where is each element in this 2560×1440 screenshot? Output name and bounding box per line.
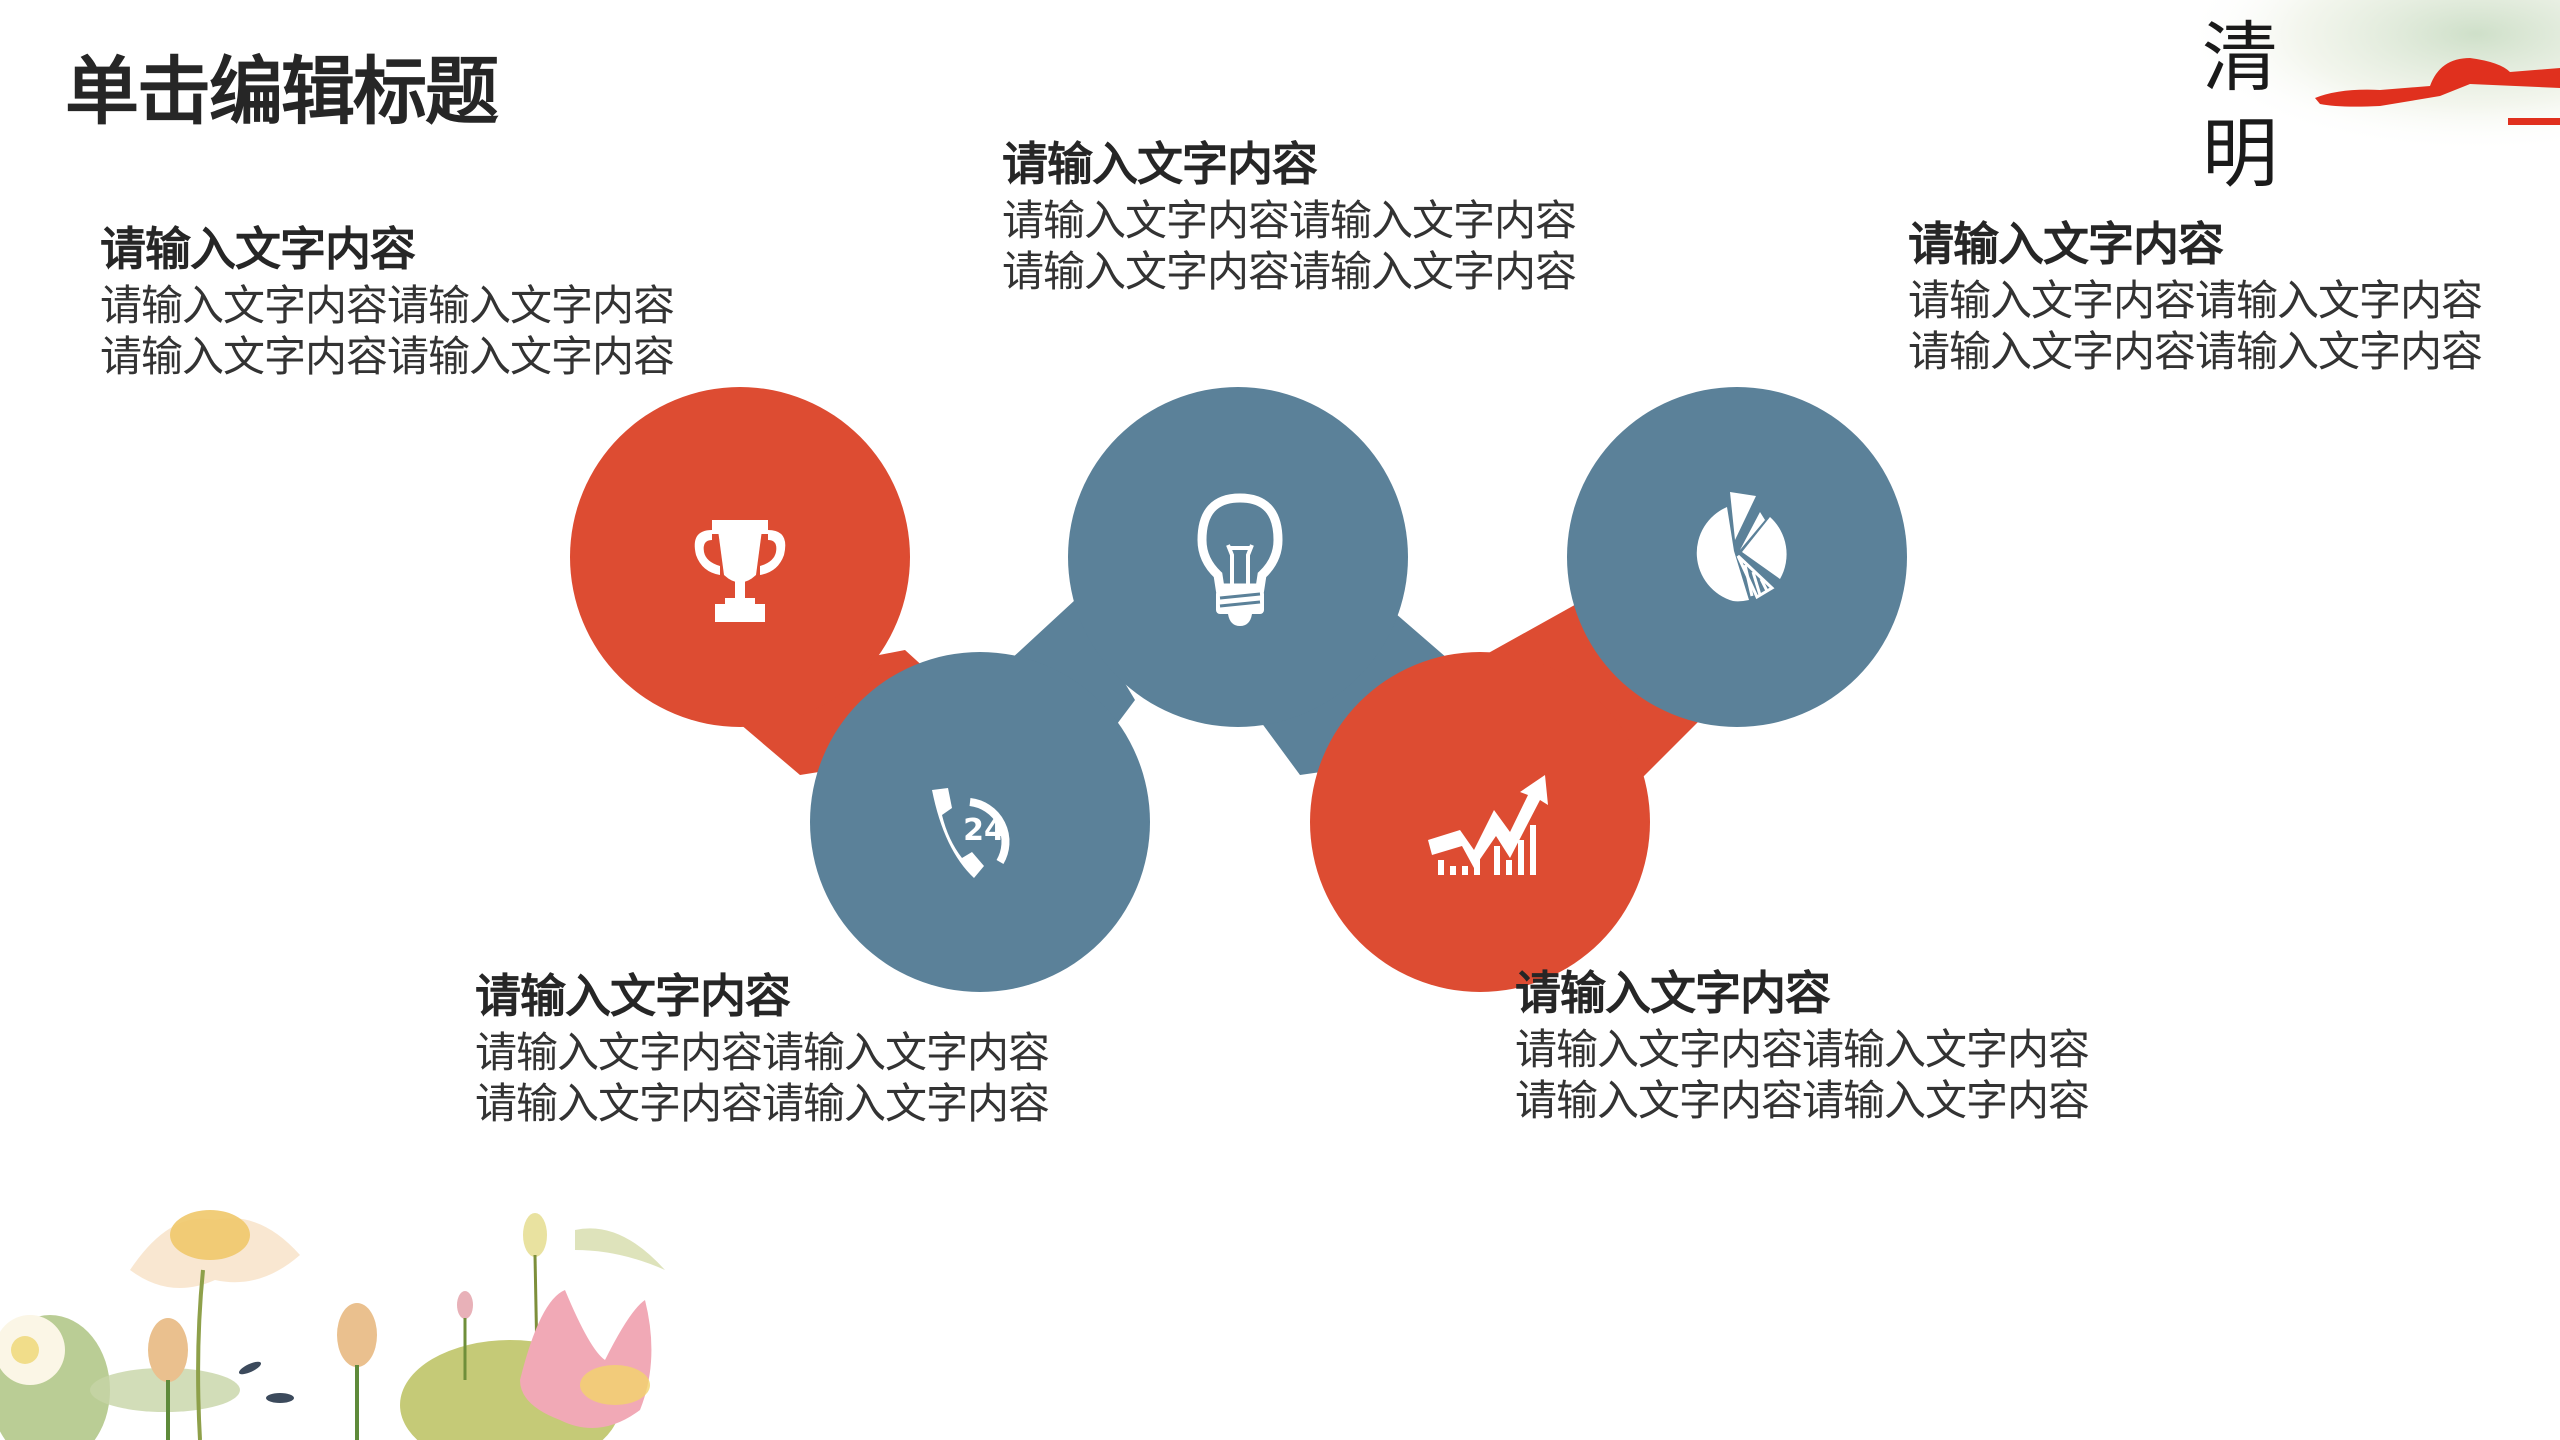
growth-chart-icon bbox=[1428, 775, 1548, 875]
step-3-circle[interactable] bbox=[1068, 387, 1408, 727]
lightbulb-icon bbox=[1197, 493, 1283, 626]
step-5-heading[interactable]: 请输入文字内容 bbox=[1908, 217, 2224, 271]
step-1-circle[interactable] bbox=[570, 387, 910, 727]
step-1-line-1[interactable]: 请输入文字内容请输入文字内容 bbox=[100, 281, 675, 330]
step-3-text: 请输入文字内容 请输入文字内容请输入文字内容 请输入文字内容请输入文字内容 bbox=[1002, 133, 1577, 297]
step-5-text: 请输入文字内容 请输入文字内容请输入文字内容 请输入文字内容请输入文字内容 bbox=[1908, 213, 2483, 377]
step-5-circle[interactable] bbox=[1567, 387, 1907, 727]
step-4-text: 请输入文字内容 请输入文字内容请输入文字内容 请输入文字内容请输入文字内容 bbox=[1515, 962, 2090, 1126]
step-1-line-2[interactable]: 请输入文字内容请输入文字内容 bbox=[100, 332, 675, 381]
pie-chart-icon bbox=[1696, 492, 1787, 602]
step-2-line-2[interactable]: 请输入文字内容请输入文字内容 bbox=[475, 1079, 1050, 1128]
qingming-vertical-text: 清 明 bbox=[2195, 10, 2285, 202]
lotus-decoration-bottom-left bbox=[0, 1210, 665, 1440]
svg-text:24: 24 bbox=[963, 813, 1005, 848]
step-5-line-1[interactable]: 请输入文字内容请输入文字内容 bbox=[1908, 276, 2483, 325]
step-1-text: 请输入文字内容 请输入文字内容请输入文字内容 请输入文字内容请输入文字内容 bbox=[100, 218, 675, 382]
step-2-text: 请输入文字内容 请输入文字内容请输入文字内容 请输入文字内容请输入文字内容 bbox=[475, 965, 1050, 1129]
step-4-heading[interactable]: 请输入文字内容 bbox=[1515, 966, 1831, 1020]
step-3-heading[interactable]: 请输入文字内容 bbox=[1002, 137, 1318, 191]
step-4-line-1[interactable]: 请输入文字内容请输入文字内容 bbox=[1515, 1025, 2090, 1074]
step-4-line-2[interactable]: 请输入文字内容请输入文字内容 bbox=[1515, 1076, 2090, 1125]
step-2-line-1[interactable]: 请输入文字内容请输入文字内容 bbox=[475, 1028, 1050, 1077]
step-2-circle[interactable]: 24 bbox=[810, 652, 1150, 992]
phone-24-icon: 24 bbox=[932, 788, 1010, 878]
ming-character: 明 bbox=[2202, 109, 2278, 198]
step-2-heading[interactable]: 请输入文字内容 bbox=[475, 969, 791, 1023]
step-4-circle[interactable] bbox=[1310, 652, 1650, 992]
step-5-line-2[interactable]: 请输入文字内容请输入文字内容 bbox=[1908, 327, 2483, 376]
step-1-heading[interactable]: 请输入文字内容 bbox=[100, 222, 416, 276]
step-3-line-1[interactable]: 请输入文字内容请输入文字内容 bbox=[1002, 196, 1577, 245]
trophy-icon bbox=[694, 520, 786, 622]
step-3-line-2[interactable]: 请输入文字内容请输入文字内容 bbox=[1002, 247, 1577, 296]
watercolor-decoration-top-right bbox=[2140, 0, 2560, 170]
slide-title[interactable]: 单击编辑标题 bbox=[65, 49, 499, 135]
qing-character: 清 bbox=[2202, 13, 2278, 102]
